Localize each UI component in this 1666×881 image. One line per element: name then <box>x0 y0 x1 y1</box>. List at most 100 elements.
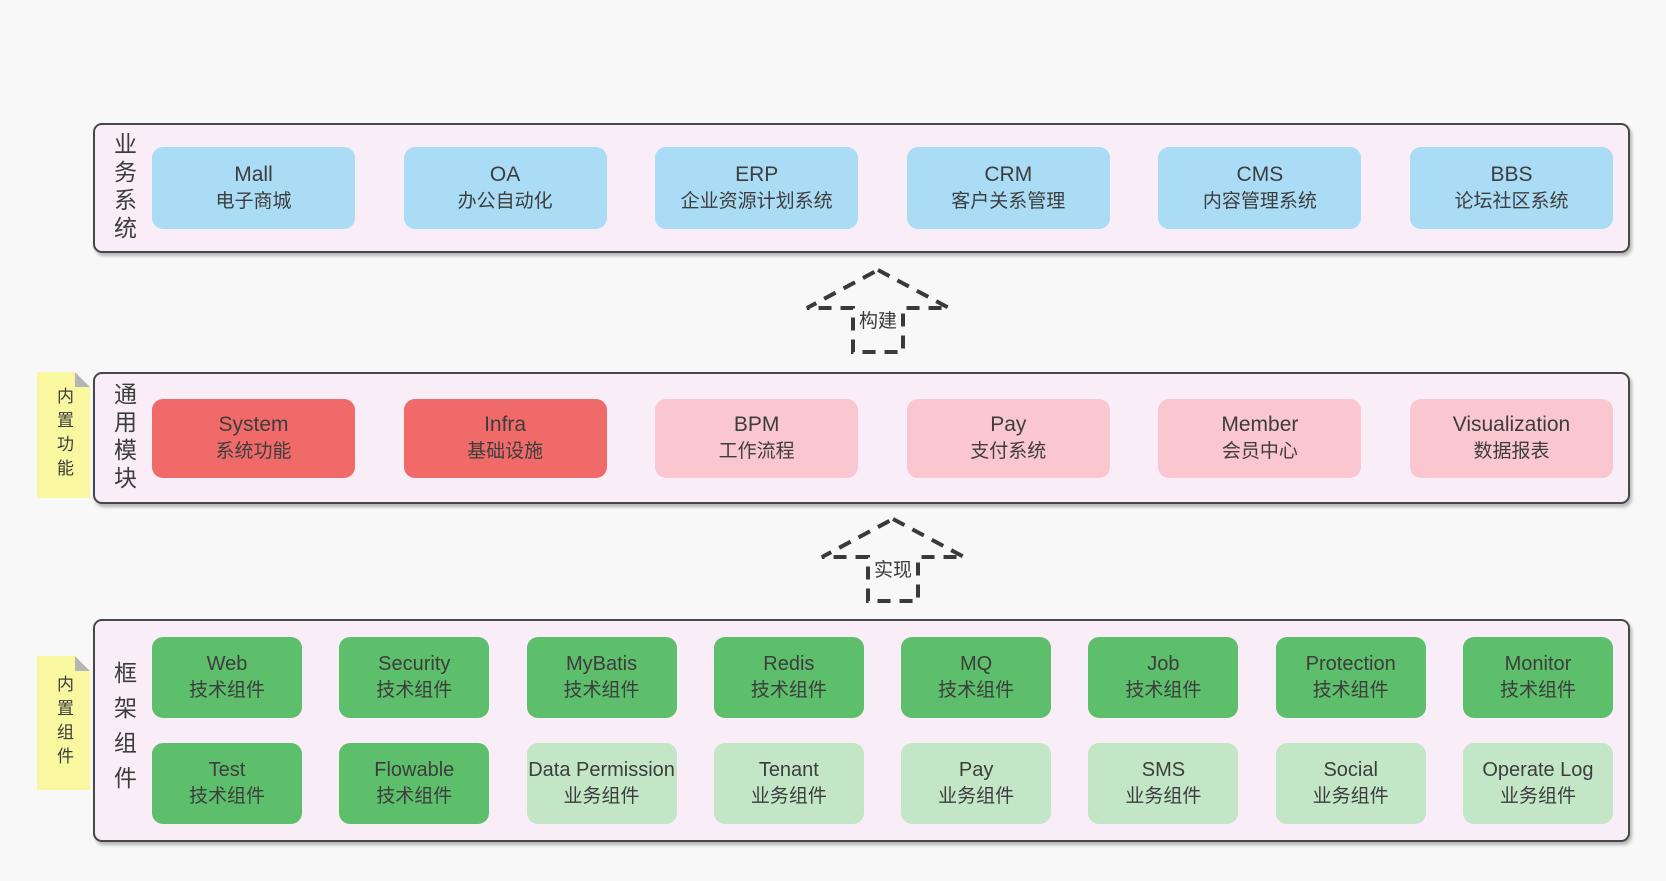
box-visualization: Visualization 数据报表 <box>1409 398 1613 478</box>
box-title: Security <box>378 653 451 676</box>
box-subtitle: 业务组件 <box>1499 786 1576 808</box>
box-subtitle: 技术组件 <box>750 680 827 702</box>
box-subtitle: 技术组件 <box>188 786 265 808</box>
box-subtitle: 内容管理系统 <box>1202 191 1317 213</box>
box-infra: Infra 基础设施 <box>403 398 607 478</box>
box-title: OA <box>489 163 521 186</box>
box-title: System <box>218 413 289 436</box>
box-title: Social <box>1323 759 1378 782</box>
business-boxes-row: Mall 电子商城 OA 办公自动化 ERP 企业资源计划系统 CRM 客户关系… <box>152 125 1628 251</box>
box-subtitle: 技术组件 <box>1125 680 1202 702</box>
box-subtitle: 业务组件 <box>750 786 827 808</box>
box-title: MyBatis <box>566 653 638 676</box>
box-subtitle: 业务组件 <box>563 786 640 808</box>
box-title: Member <box>1221 413 1299 436</box>
components-rows: Web 技术组件 Security 技术组件 MyBatis 技术组件 Redi… <box>152 621 1628 840</box>
box-cms: CMS 内容管理系统 <box>1158 147 1362 229</box>
box-subtitle: 办公自动化 <box>457 191 553 213</box>
arrow-implement-label: 实现 <box>870 555 916 582</box>
box-title: Monitor <box>1504 653 1572 676</box>
sticky-tag-built-in-features: 内置功能 <box>37 372 90 498</box>
box-title: SMS <box>1141 759 1186 782</box>
box-title: Visualization <box>1452 413 1571 436</box>
box-title: Redis <box>763 653 815 676</box>
box-title: Flowable <box>374 759 455 782</box>
box-title: Infra <box>484 413 527 436</box>
box-title: CMS <box>1236 163 1284 186</box>
box-mybatis: MyBatis 技术组件 <box>526 637 677 718</box>
arrow-build: 构建 <box>803 264 953 356</box>
box-security: Security 技术组件 <box>339 637 490 718</box>
components-row-1: Web 技术组件 Security 技术组件 MyBatis 技术组件 Redi… <box>152 637 1613 718</box>
box-subtitle: 业务组件 <box>938 786 1015 808</box>
box-subtitle: 业务组件 <box>1125 786 1202 808</box>
box-title: Test <box>208 759 246 782</box>
box-test: Test 技术组件 <box>152 743 302 824</box>
box-subtitle: 会员中心 <box>1221 441 1298 463</box>
box-subtitle: 业务组件 <box>1312 786 1389 808</box>
sticky-tag-text: 内置组件 <box>54 675 73 771</box>
box-flowable: Flowable 技术组件 <box>339 743 490 824</box>
box-subtitle: 技术组件 <box>1499 680 1576 702</box>
box-title: Web <box>206 653 248 676</box>
box-subtitle: 电子商城 <box>215 191 292 213</box>
box-web: Web 技术组件 <box>152 637 302 718</box>
box-title: Pay <box>958 759 994 782</box>
components-row-2: Test 技术组件 Flowable 技术组件 Data Permission … <box>152 743 1613 824</box>
box-data-permission: Data Permission 业务组件 <box>526 743 677 824</box>
box-crm: CRM 客户关系管理 <box>906 147 1110 229</box>
box-subtitle: 客户关系管理 <box>951 191 1066 213</box>
box-social: Social 业务组件 <box>1275 743 1426 824</box>
box-subtitle: 工作流程 <box>718 441 795 463</box>
common-modules-layer: 通用模块 System 系统功能 Infra 基础设施 BPM 工作流程 Pay… <box>93 372 1630 504</box>
box-subtitle: 技术组件 <box>188 680 265 702</box>
box-title: Mall <box>234 163 273 186</box>
box-title: Job <box>1147 653 1180 676</box>
sticky-tag-built-in-components: 内置组件 <box>37 656 90 790</box>
box-title: Tenant <box>758 759 819 782</box>
folded-corner-icon <box>75 372 90 387</box>
box-title: Protection <box>1305 653 1396 676</box>
box-subtitle: 技术组件 <box>563 680 640 702</box>
box-mq: MQ 技术组件 <box>901 637 1052 718</box>
box-system: System 系统功能 <box>152 398 355 478</box>
box-subtitle: 技术组件 <box>376 680 453 702</box>
box-mall: Mall 电子商城 <box>152 147 355 229</box>
box-protection: Protection 技术组件 <box>1275 637 1426 718</box>
box-redis: Redis 技术组件 <box>713 637 864 718</box>
arrow-implement: 实现 <box>818 513 968 605</box>
box-operate-log: Operate Log 业务组件 <box>1462 743 1613 824</box>
box-pay-system: Pay 支付系统 <box>906 398 1110 478</box>
box-bbs: BBS 论坛社区系统 <box>1409 147 1613 229</box>
box-subtitle: 支付系统 <box>970 441 1047 463</box>
box-subtitle: 技术组件 <box>376 786 453 808</box>
box-erp: ERP 企业资源计划系统 <box>655 147 859 229</box>
box-title: MQ <box>960 653 993 676</box>
box-monitor: Monitor 技术组件 <box>1462 637 1613 718</box>
framework-components-layer: 框架组件 Web 技术组件 Security 技术组件 MyBatis 技术组件… <box>93 619 1630 842</box>
layer-label-modules-text: 通用模块 <box>110 382 137 494</box>
layer-label-components: 框架组件 <box>95 621 152 840</box>
box-title: ERP <box>735 163 779 186</box>
box-subtitle: 论坛社区系统 <box>1454 191 1569 213</box>
box-subtitle: 系统功能 <box>215 441 292 463</box>
box-bpm: BPM 工作流程 <box>655 398 859 478</box>
box-title: CRM <box>984 163 1033 186</box>
layer-label-business: 业务系统 <box>95 125 152 251</box>
box-title: Data Permission <box>528 759 675 782</box>
business-systems-layer: 业务系统 Mall 电子商城 OA 办公自动化 ERP 企业资源计划系统 CRM… <box>93 123 1630 253</box>
up-arrow-icon <box>806 267 950 354</box>
box-oa: OA 办公自动化 <box>403 147 607 229</box>
box-member: Member 会员中心 <box>1158 398 1362 478</box>
box-subtitle: 企业资源计划系统 <box>680 191 833 213</box>
up-arrow-icon <box>821 516 965 603</box>
arrow-build-label: 构建 <box>855 306 901 333</box>
box-title: Pay <box>990 413 1027 436</box>
box-title: BBS <box>1490 163 1533 186</box>
box-job: Job 技术组件 <box>1088 637 1239 718</box>
box-title: Operate Log <box>1482 759 1594 782</box>
box-tenant: Tenant 业务组件 <box>713 743 864 824</box>
box-pay-component: Pay 业务组件 <box>901 743 1052 824</box>
box-subtitle: 技术组件 <box>938 680 1015 702</box>
